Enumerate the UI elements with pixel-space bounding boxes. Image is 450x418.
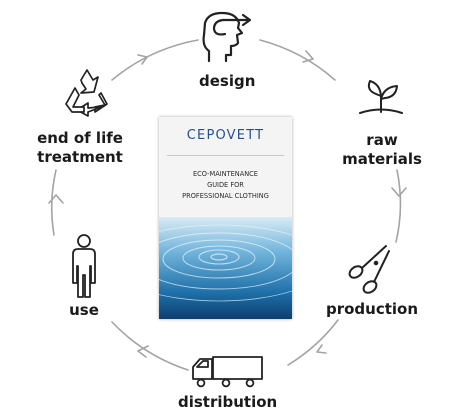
person-icon: [72, 234, 96, 298]
truck-icon: [192, 356, 263, 388]
cycle-arc-distribution-to-use: [111, 321, 189, 371]
guide-title-line-2: GUIDE FOR: [207, 181, 244, 189]
stage-label-production: production: [325, 300, 419, 318]
water-ripple-image: [159, 217, 292, 319]
stage-label-distribution: distribution: [178, 393, 278, 411]
guide-cover: CEPOVETT ECO-MAINTENANCE GUIDE FOR PROFE…: [159, 117, 292, 319]
head-with-arrow-icon: [202, 11, 252, 63]
raw-materials-line-1: raw: [366, 131, 398, 149]
arrowhead-design-to-raw: [302, 50, 314, 63]
cycle-arc-end-of-life-to-design: [111, 39, 199, 81]
stage-label-use: use: [69, 301, 99, 319]
stage-label-raw-materials: raw materials: [337, 131, 427, 169]
cycle-arc-production-to-distribution: [287, 319, 339, 366]
guide-title: ECO-MAINTENANCE GUIDE FOR PROFESSIONAL C…: [159, 169, 292, 202]
guide-title-line-3: PROFESSIONAL CLOTHING: [182, 192, 269, 200]
scissors-icon: [348, 245, 390, 294]
arrowhead-production-to-distribution: [316, 344, 327, 354]
raw-materials-line-2: materials: [342, 150, 422, 168]
arrowhead-end-of-life-to-design: [137, 54, 148, 65]
arrowhead-raw-to-production: [391, 187, 407, 197]
recycle-icon: [65, 69, 108, 117]
stage-label-end-of-life: end of life treatment: [18, 129, 142, 167]
stage-label-design: design: [199, 72, 256, 90]
end-of-life-line-1: end of life: [37, 129, 123, 147]
end-of-life-line-2: treatment: [37, 148, 123, 166]
arrowhead-use-to-end-of-life: [48, 194, 64, 204]
cycle-arc-use-to-end-of-life: [50, 169, 57, 236]
arrowhead-distribution-to-use: [137, 345, 149, 358]
cepovett-logo: CEPOVETT: [186, 128, 265, 143]
cycle-arc-raw-to-production: [395, 169, 402, 243]
seedling-icon: [359, 80, 403, 114]
cycle-arc-design-to-raw: [259, 39, 336, 81]
cover-divider: [167, 155, 284, 156]
guide-title-line-1: ECO-MAINTENANCE: [193, 170, 258, 178]
